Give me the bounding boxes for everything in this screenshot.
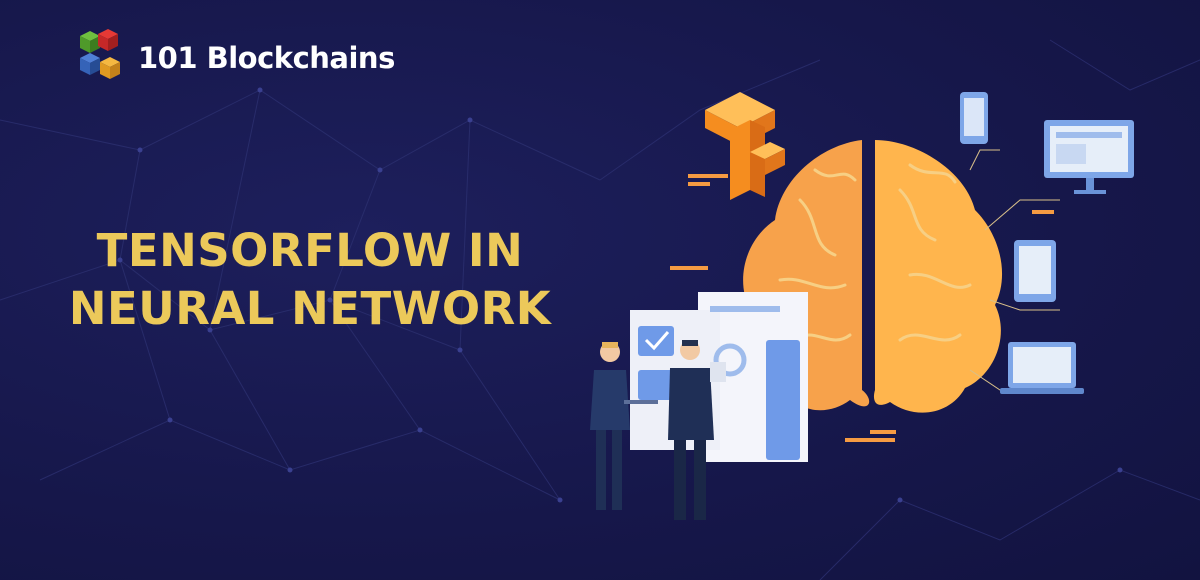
phone-icon <box>960 92 988 144</box>
monitor-icon <box>1044 120 1134 194</box>
illustration <box>590 92 1134 520</box>
brand-name: 101 Blockchains <box>138 41 395 75</box>
page-title: TENSORFLOW IN NEURAL NETWORK <box>40 222 580 338</box>
tensorflow-logo-icon <box>705 92 785 200</box>
brand-logo[interactable]: 101 Blockchains <box>74 28 395 88</box>
person-with-laptop <box>590 342 658 510</box>
laptop-icon <box>1000 342 1084 394</box>
tablet-icon <box>1014 240 1056 302</box>
person-with-clipboard <box>668 340 726 520</box>
title-line-1: TENSORFLOW IN <box>96 224 524 277</box>
cubes-logo-icon <box>80 29 120 79</box>
title-line-2: NEURAL NETWORK <box>68 282 552 335</box>
